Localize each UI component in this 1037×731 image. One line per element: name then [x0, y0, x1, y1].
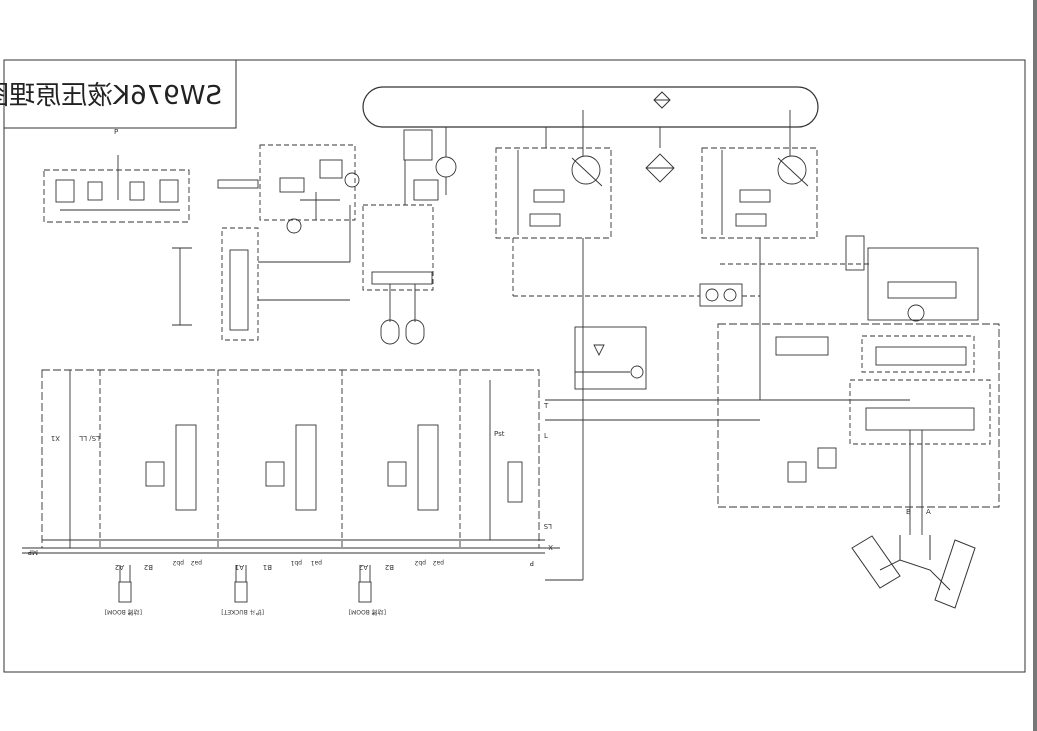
- cylinder-bucket: [234, 565, 248, 603]
- label-s2-pb1: pb1: [290, 559, 302, 566]
- label-s3-pb2: pb2: [414, 559, 426, 566]
- label-port-b: B: [906, 508, 911, 516]
- accumulator-block: [362, 129, 457, 345]
- brake-valve: [172, 227, 350, 341]
- label-pst: Pst: [494, 430, 505, 438]
- pump-unit-right: [701, 147, 818, 239]
- label-port-a: A: [926, 508, 931, 516]
- steering-unit: [845, 235, 979, 322]
- label-mp: MP: [28, 548, 38, 556]
- label-lsll: LS/ LL: [79, 434, 100, 442]
- label-cyl-bucket: [铲斗 BUCKET]: [221, 608, 264, 616]
- cylinder-boom-right: [358, 565, 372, 603]
- drawing-frame: [3, 59, 1026, 673]
- title-block: [3, 59, 237, 129]
- pilot-valve-group: [43, 155, 190, 223]
- hydraulic-tank: [362, 86, 819, 128]
- label-s1-pb2: pb2: [172, 559, 184, 566]
- label-l: L: [544, 432, 548, 440]
- label-p-bottom: P: [530, 559, 534, 567]
- diagram-title: SW976K液压原理图: [0, 81, 222, 111]
- label-cyl-boom-1: [动臂 BOOM]: [105, 608, 142, 616]
- label-s1-pa2: pa2: [191, 559, 202, 566]
- steering-priority-cluster: [217, 144, 360, 234]
- label-s3-a2: A2: [359, 563, 368, 571]
- check-valve-box: [574, 326, 647, 390]
- filter-diamond: [645, 153, 675, 183]
- steering-cylinders: [851, 535, 976, 609]
- label-s3-b2: B2: [385, 563, 394, 571]
- shuttle-valve: [699, 283, 743, 307]
- cylinder-boom-left: [118, 565, 132, 603]
- label-s3-pa2: pa2: [433, 559, 444, 566]
- pipelines: [349, 110, 910, 581]
- label-x1: X1: [51, 434, 60, 442]
- label-cyl-boom-2: [动臂 BOOM]: [349, 608, 386, 616]
- label-s2-b1: B1: [263, 563, 272, 571]
- pump-unit-left: [495, 147, 612, 239]
- main-control-valve: [22, 369, 560, 554]
- label-p-top: P: [114, 128, 118, 136]
- label-t: T: [543, 402, 549, 410]
- label-ls-right: LS: [543, 522, 552, 530]
- page-edge-bar: [1033, 0, 1037, 731]
- label-s1-b2: B2: [144, 563, 153, 571]
- label-x-right: X: [548, 543, 553, 551]
- label-s2-a1: A1: [235, 563, 244, 571]
- steering-control-block: [717, 323, 1000, 535]
- label-s2-pa1: pa1: [311, 559, 322, 566]
- label-s1-a2: A2: [115, 563, 124, 571]
- tank-filter: [653, 91, 671, 109]
